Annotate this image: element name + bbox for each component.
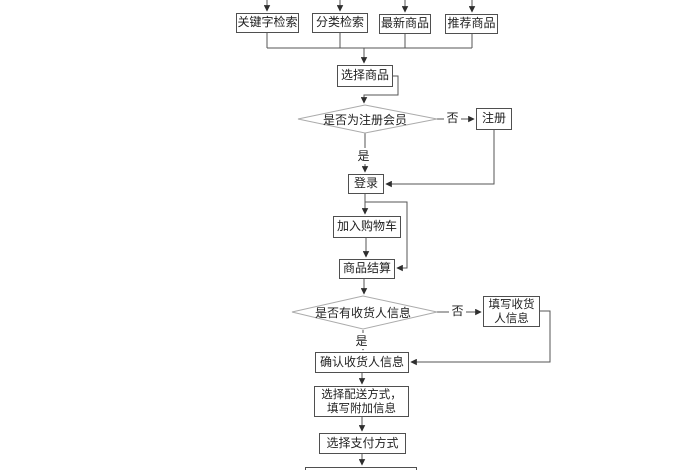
decision-registered-member-shape — [297, 104, 438, 134]
edge-register-to-login — [385, 130, 495, 188]
edge-select-to-decision1 — [360, 75, 399, 104]
edge-label-registered-no: 否 — [444, 110, 461, 126]
edge-fill-to-confirm — [410, 310, 551, 366]
node-login: 登录 — [348, 174, 384, 194]
node-newest-products: 最新商品 — [379, 14, 431, 34]
decision-consignee-info-label: 是否有收货人信息 — [314, 305, 411, 320]
node-recommended-products: 推荐商品 — [445, 14, 498, 34]
node-category-search: 分类检索 — [312, 13, 368, 33]
delivery-line2: 填写附加信息 — [327, 400, 396, 415]
edge-label-consignee-no: 否 — [449, 303, 466, 319]
node-confirm-consignee-info: 确认收货人信息 — [315, 352, 409, 373]
edge-label-registered-yes: 是 — [356, 148, 371, 164]
decision-consignee-info-shape — [291, 295, 438, 330]
node-delivery-method: 选择配送方式， 填写附加信息 — [314, 386, 409, 417]
fill-consignee-line2: 人信息 — [494, 310, 529, 325]
node-checkout: 商品结算 — [339, 259, 395, 279]
decision-shapes — [291, 104, 438, 330]
node-add-to-cart: 加入购物车 — [333, 216, 401, 238]
node-select-product: 选择商品 — [337, 65, 393, 87]
edge-login-bypass-checkout — [365, 201, 408, 272]
decision-registered-member-label: 是否为注册会员 — [322, 112, 407, 127]
node-keyword-search: 关键字检索 — [236, 13, 299, 33]
node-register: 注册 — [476, 108, 512, 130]
delivery-line1: 选择配送方式， — [321, 387, 402, 402]
node-fill-consignee-info: 填写收货 人信息 — [483, 296, 540, 327]
edge-label-consignee-yes: 是 — [354, 333, 369, 349]
node-bottom-partial — [305, 467, 417, 470]
fill-consignee-line1: 填写收货 — [488, 297, 535, 312]
node-payment-method: 选择支付方式 — [319, 433, 406, 454]
